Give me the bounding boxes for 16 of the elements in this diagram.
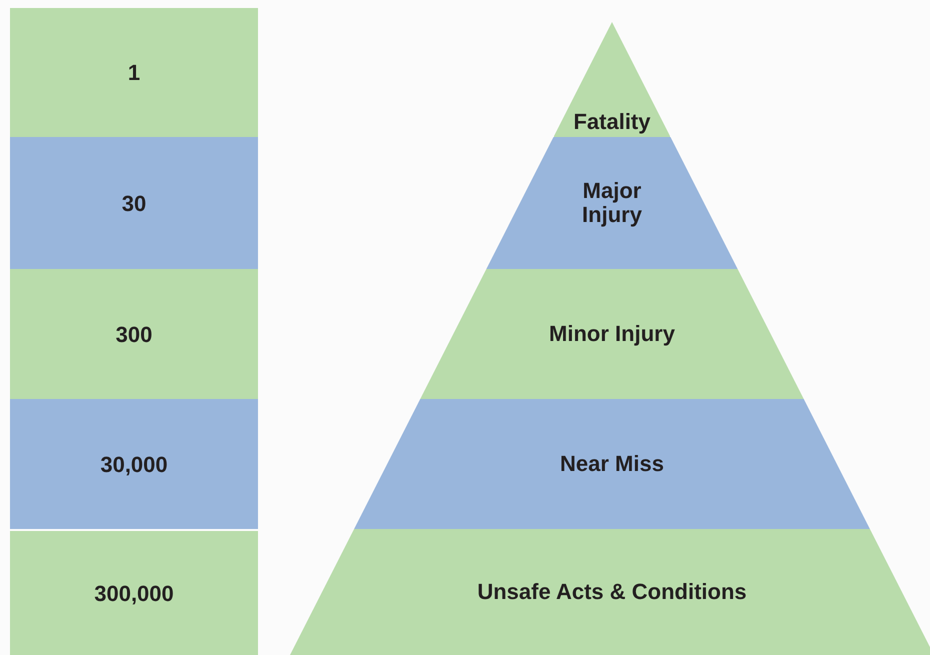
count-box [10, 8, 258, 137]
tier-label: Near Miss [560, 452, 664, 476]
count-label: 300,000 [94, 580, 174, 608]
pyramid-tier [290, 529, 930, 655]
tier-label: Major Injury [581, 179, 643, 227]
count-label: 1 [128, 59, 140, 87]
tier-label: Unsafe Acts & Conditions [477, 580, 747, 604]
count-label: 300 [116, 320, 152, 348]
tier-label: Fatality [573, 110, 650, 134]
count-box [10, 137, 258, 269]
count-box [10, 399, 258, 529]
count-box [10, 269, 258, 399]
count-label: 30 [122, 190, 146, 218]
count-label: 30,000 [100, 450, 168, 478]
count-box [10, 531, 258, 655]
tier-label: Minor Injury [549, 322, 675, 346]
